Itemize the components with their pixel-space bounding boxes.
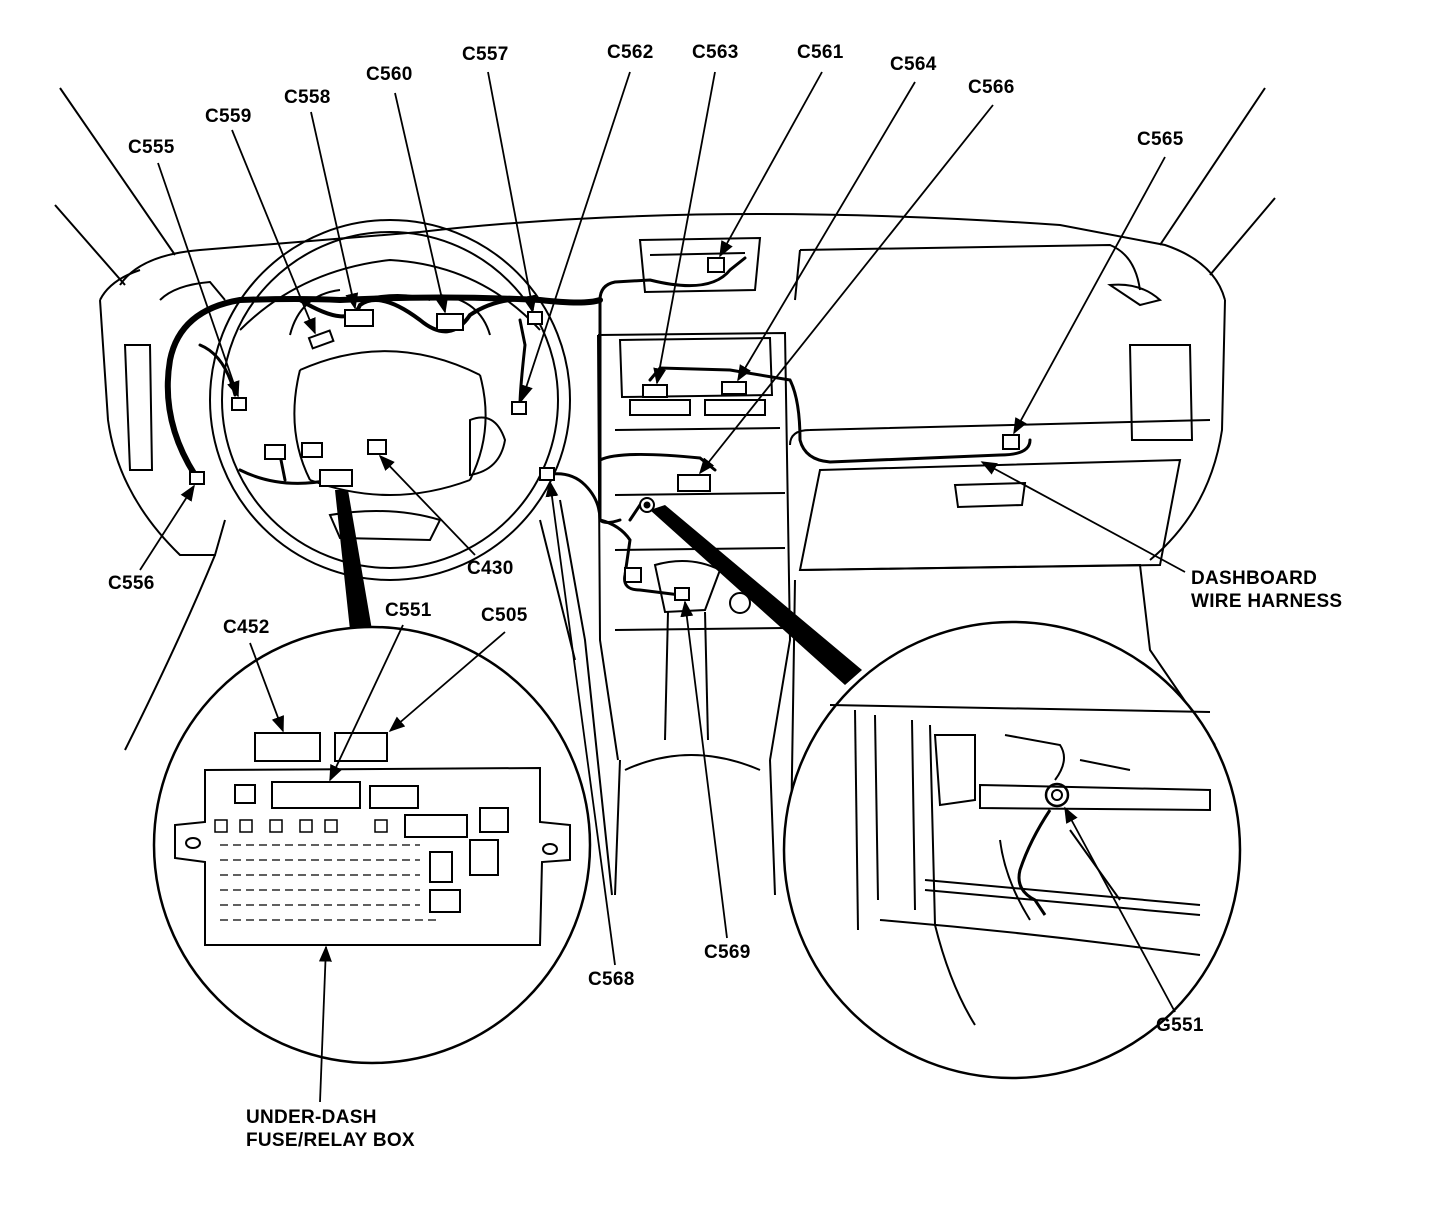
label-c564: C564 xyxy=(890,54,937,75)
connectors xyxy=(189,257,1020,601)
connector-c562 xyxy=(511,401,527,415)
connector-c558 xyxy=(344,309,374,327)
leader-c555 xyxy=(157,162,240,398)
label-c561: C561 xyxy=(797,42,844,63)
connector-c568 xyxy=(539,467,555,481)
label-fuse-line1: UNDER-DASH xyxy=(246,1107,377,1128)
connector-c564 xyxy=(721,381,747,395)
label-c551: C551 xyxy=(385,600,432,621)
connector-c559 xyxy=(307,329,335,350)
leader-c569 xyxy=(680,600,728,939)
label-dashboard-wire-harness: DASHBOARD WIRE HARNESS xyxy=(1191,567,1342,613)
leader-c562 xyxy=(520,71,631,402)
leader-c565 xyxy=(1013,156,1166,435)
leader-c551 xyxy=(329,624,404,782)
leader-c559 xyxy=(231,129,316,335)
label-c557: C557 xyxy=(462,44,509,65)
connector-c505 xyxy=(334,732,388,762)
label-c568: C568 xyxy=(588,969,635,990)
label-c560: C560 xyxy=(366,64,413,85)
connector-c569 xyxy=(674,587,690,601)
connector-c566 xyxy=(677,474,711,492)
label-fuse-line2: FUSE/RELAY BOX xyxy=(246,1130,415,1151)
connector-left-2 xyxy=(301,442,323,458)
label-c558: C558 xyxy=(284,87,331,108)
leader-dashboard-harness xyxy=(980,461,1186,573)
leader-fuse-box xyxy=(318,945,332,1103)
inset-pointers xyxy=(335,490,862,685)
fuse-box-inset xyxy=(152,625,592,1065)
leader-g551 xyxy=(1064,806,1176,1013)
connector-c565 xyxy=(1002,434,1020,450)
connector-shifter-left xyxy=(624,567,642,583)
label-c452: C452 xyxy=(223,617,270,638)
leader-c557 xyxy=(487,71,537,312)
dashboard-wire-harness xyxy=(164,256,1032,597)
leader-c564 xyxy=(737,81,916,382)
label-c569: C569 xyxy=(704,942,751,963)
leader-lines xyxy=(139,71,1186,1103)
connector-c557 xyxy=(527,311,543,325)
label-c559: C559 xyxy=(205,106,252,127)
connector-left-1 xyxy=(264,444,286,460)
leader-c558 xyxy=(310,111,359,310)
leader-c560 xyxy=(394,92,449,314)
label-c562: C562 xyxy=(607,42,654,63)
connector-c430 xyxy=(367,439,387,455)
label-dashboard-line2: WIRE HARNESS xyxy=(1191,591,1343,612)
leader-c430 xyxy=(378,454,476,556)
label-c430: C430 xyxy=(467,558,514,579)
label-c505: C505 xyxy=(481,605,528,626)
connector-c560 xyxy=(436,313,464,331)
connector-c556 xyxy=(189,471,205,485)
label-g551: G551 xyxy=(1156,1015,1204,1036)
leader-c452 xyxy=(249,642,284,733)
connector-under-wheel xyxy=(319,469,353,487)
connector-c452 xyxy=(254,732,321,762)
leader-c561 xyxy=(719,71,823,258)
label-c566: C566 xyxy=(968,77,1015,98)
connector-c555 xyxy=(231,397,247,411)
ground-g551-bolt xyxy=(1044,782,1070,808)
label-c555: C555 xyxy=(128,137,175,158)
label-c563: C563 xyxy=(692,42,739,63)
label-c556: C556 xyxy=(108,573,155,594)
connector-c563 xyxy=(642,384,668,398)
label-c565: C565 xyxy=(1137,129,1184,150)
connector-c561 xyxy=(707,257,725,273)
leader-c566 xyxy=(698,104,994,475)
leader-c563 xyxy=(653,71,716,385)
label-dashboard-line1: DASHBOARD xyxy=(1191,568,1318,589)
leader-c568 xyxy=(545,480,616,966)
leader-c556 xyxy=(139,484,195,571)
ground-inset xyxy=(782,620,1242,1080)
leader-c505 xyxy=(388,631,506,733)
label-under-dash-fuse-relay-box: UNDER-DASH FUSE/RELAY BOX xyxy=(246,1106,415,1152)
